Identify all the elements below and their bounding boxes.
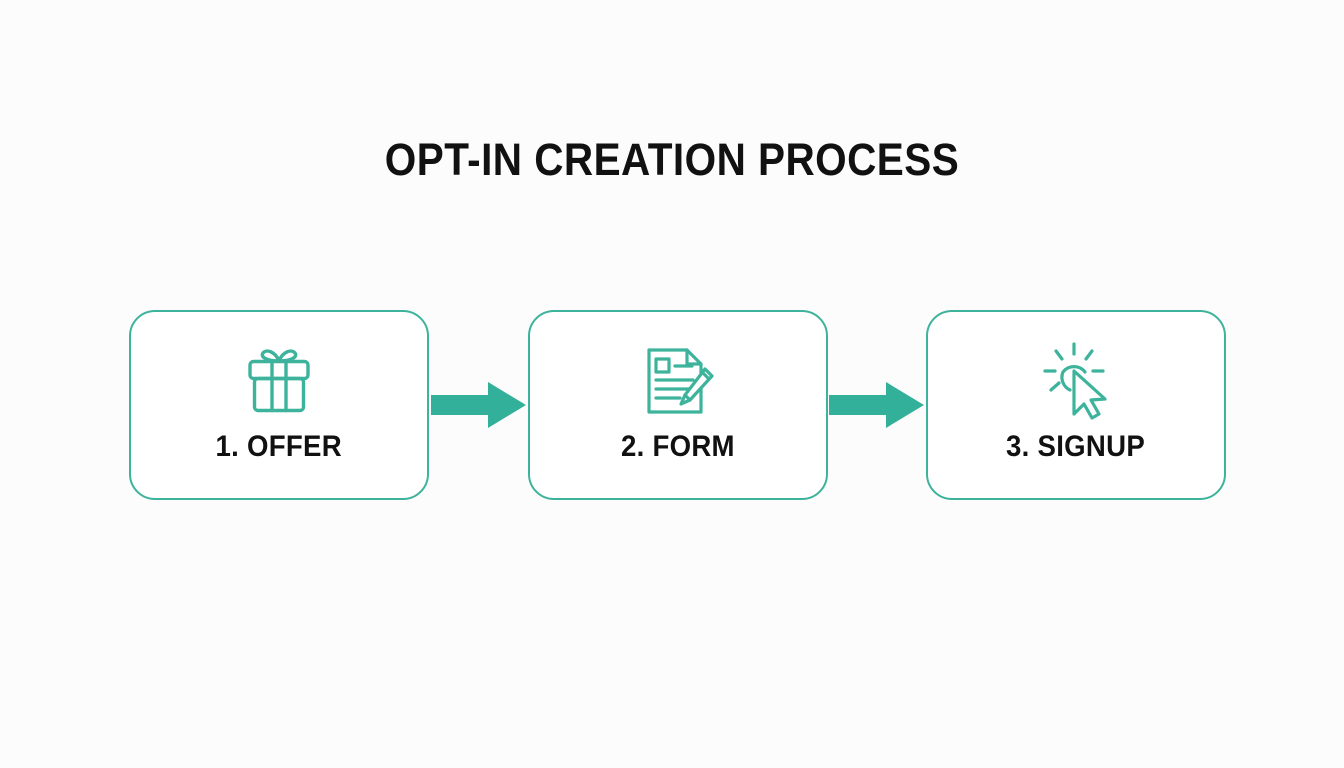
step-card-signup[interactable]: 3. SIGNUP — [926, 310, 1226, 500]
arrow-right-icon-2 — [828, 381, 926, 429]
process-flow-diagram: 1. OFFER — [129, 309, 1226, 501]
click-cursor-icon — [1033, 338, 1119, 424]
step-card-offer[interactable]: 1. OFFER — [129, 310, 429, 500]
step-card-form[interactable]: 2. FORM — [527, 310, 828, 500]
step-label-offer: 1. OFFER — [215, 430, 343, 463]
arrow-right-icon-1 — [429, 381, 527, 429]
step-label-signup: 3. SIGNUP — [1006, 430, 1146, 463]
page-title: OPT-IN CREATION PROCESS — [384, 134, 960, 185]
step-label-form: 2. FORM — [620, 430, 735, 463]
document-pencil-icon — [635, 338, 721, 424]
gift-icon — [236, 338, 322, 424]
